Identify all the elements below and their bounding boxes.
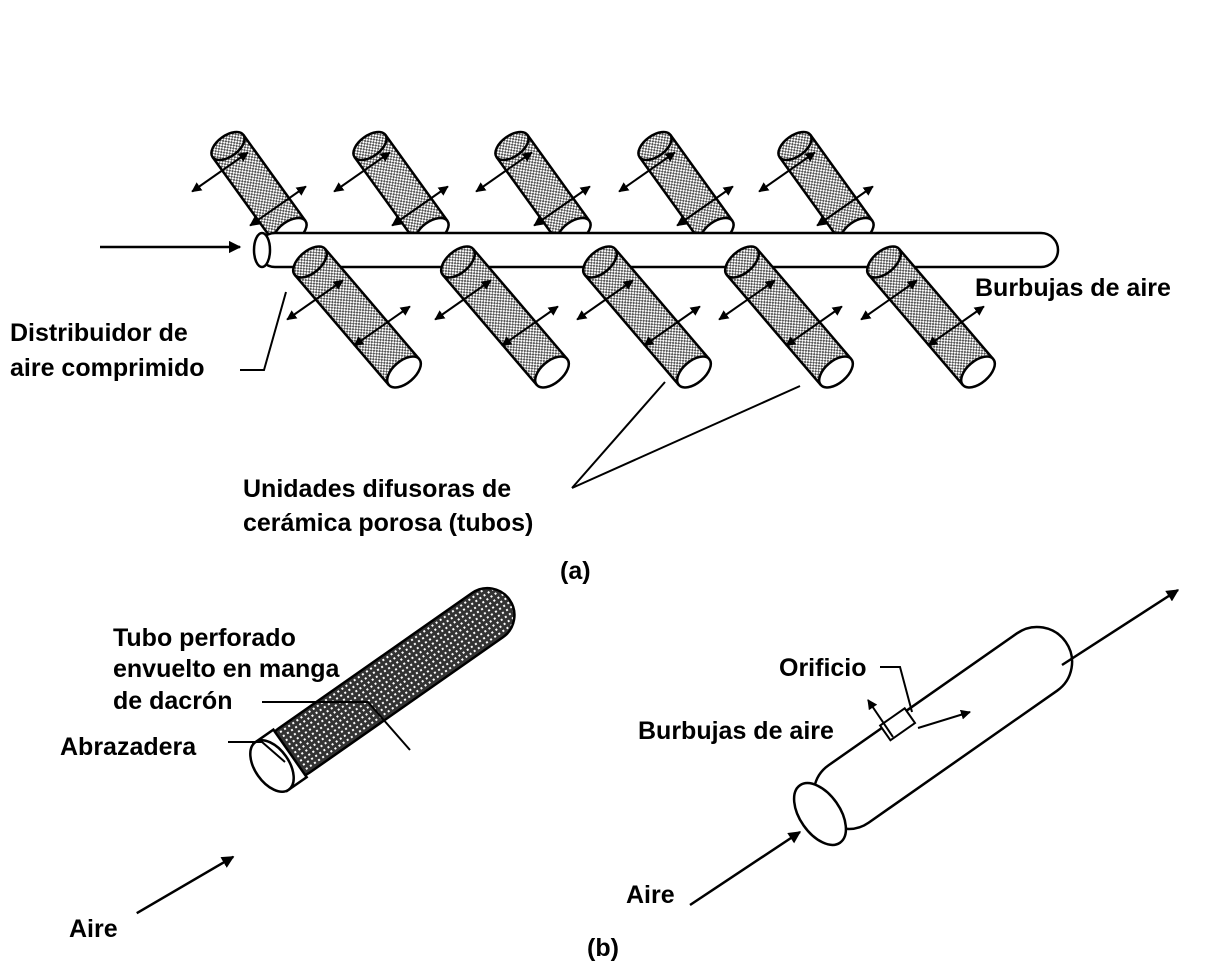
bubble-arrow-upper-left-2 [333,151,391,193]
bubble-arrow-lower-right-2 [501,305,559,347]
label-inlet-line2: aire comprimido [10,354,205,382]
lower-diffuser-tube-5-end-cap [959,355,997,389]
label-tube-line3: de dacrón [113,687,233,715]
leader-orifice [880,666,913,713]
bubble-arrow-upper-right-3 [533,185,591,227]
bubble-arrow-lower-left-3 [576,279,634,321]
bubble-arrow-upper-right-5 [816,185,874,227]
air-arrow-left [136,855,235,915]
label-orifice: Orificio [779,654,867,682]
caption-a: (a) [560,557,591,585]
lower-diffuser-tube-3-end-cap [675,355,713,389]
bubble-arrow-upper-left-4 [618,151,676,193]
leader-units-2 [571,385,801,489]
leader-inlet [240,291,287,371]
bubble-arrow-upper-right-1 [249,185,307,227]
label-bubbles-a: Burbujas de aire [975,274,1171,302]
orifice-pipe-body [812,625,1074,831]
bubble-arrow-lower-right-4 [785,305,843,347]
air-arrow-right-out [1061,588,1180,667]
bubble-arrow-upper-right-4 [676,185,734,227]
bubble-arrow-orifice-left [867,699,894,738]
leader-tube [262,701,411,751]
lower-diffuser-tube-1-end-cap [385,355,423,389]
label-inlet-line1: Distribuidor de [10,319,188,347]
orifice-pipe-end [792,781,848,847]
bubble-arrow-lower-left-1 [286,279,344,321]
diagram-artwork [100,130,1180,915]
label-bubbles-b: Burbujas de aire [638,717,834,745]
leader-clamp [228,741,286,763]
lower-diffuser-tube-4-end-cap [817,355,855,389]
label-units-line2: cerámica porosa (tubos) [243,509,534,537]
bubble-arrow-orifice-right [917,709,971,729]
air-arrow-right-in [689,830,802,907]
bubble-arrow-lower-left-5 [860,279,918,321]
lower-diffuser-tube-2-end-cap [533,355,571,389]
caption-b: (b) [587,934,619,962]
bubble-arrow-lower-right-3 [643,305,701,347]
air-manifold-pipe [256,231,1060,269]
bubble-arrow-lower-right-5 [927,305,985,347]
label-units-line1: Unidades difusoras de [243,475,512,503]
label-tube-line2: envuelto en manga [113,655,340,683]
label-tube-line1: Tubo perforado [113,624,296,652]
dacron-sleeve-tube [249,586,516,793]
air-manifold-inlet-end [252,231,272,269]
bubble-arrow-upper-left-3 [475,151,533,193]
bubble-arrow-lower-left-4 [718,279,776,321]
bubble-arrow-lower-left-2 [434,279,492,321]
label-air-right: Aire [626,881,675,909]
bubble-arrow-upper-left-5 [758,151,816,193]
bubble-arrow-upper-right-2 [391,185,449,227]
bubble-arrow-lower-right-1 [353,305,411,347]
leader-units-1 [571,381,666,489]
label-clamp: Abrazadera [60,733,197,761]
label-air-left: Aire [69,915,118,943]
bubble-arrow-upper-left-1 [191,151,249,193]
